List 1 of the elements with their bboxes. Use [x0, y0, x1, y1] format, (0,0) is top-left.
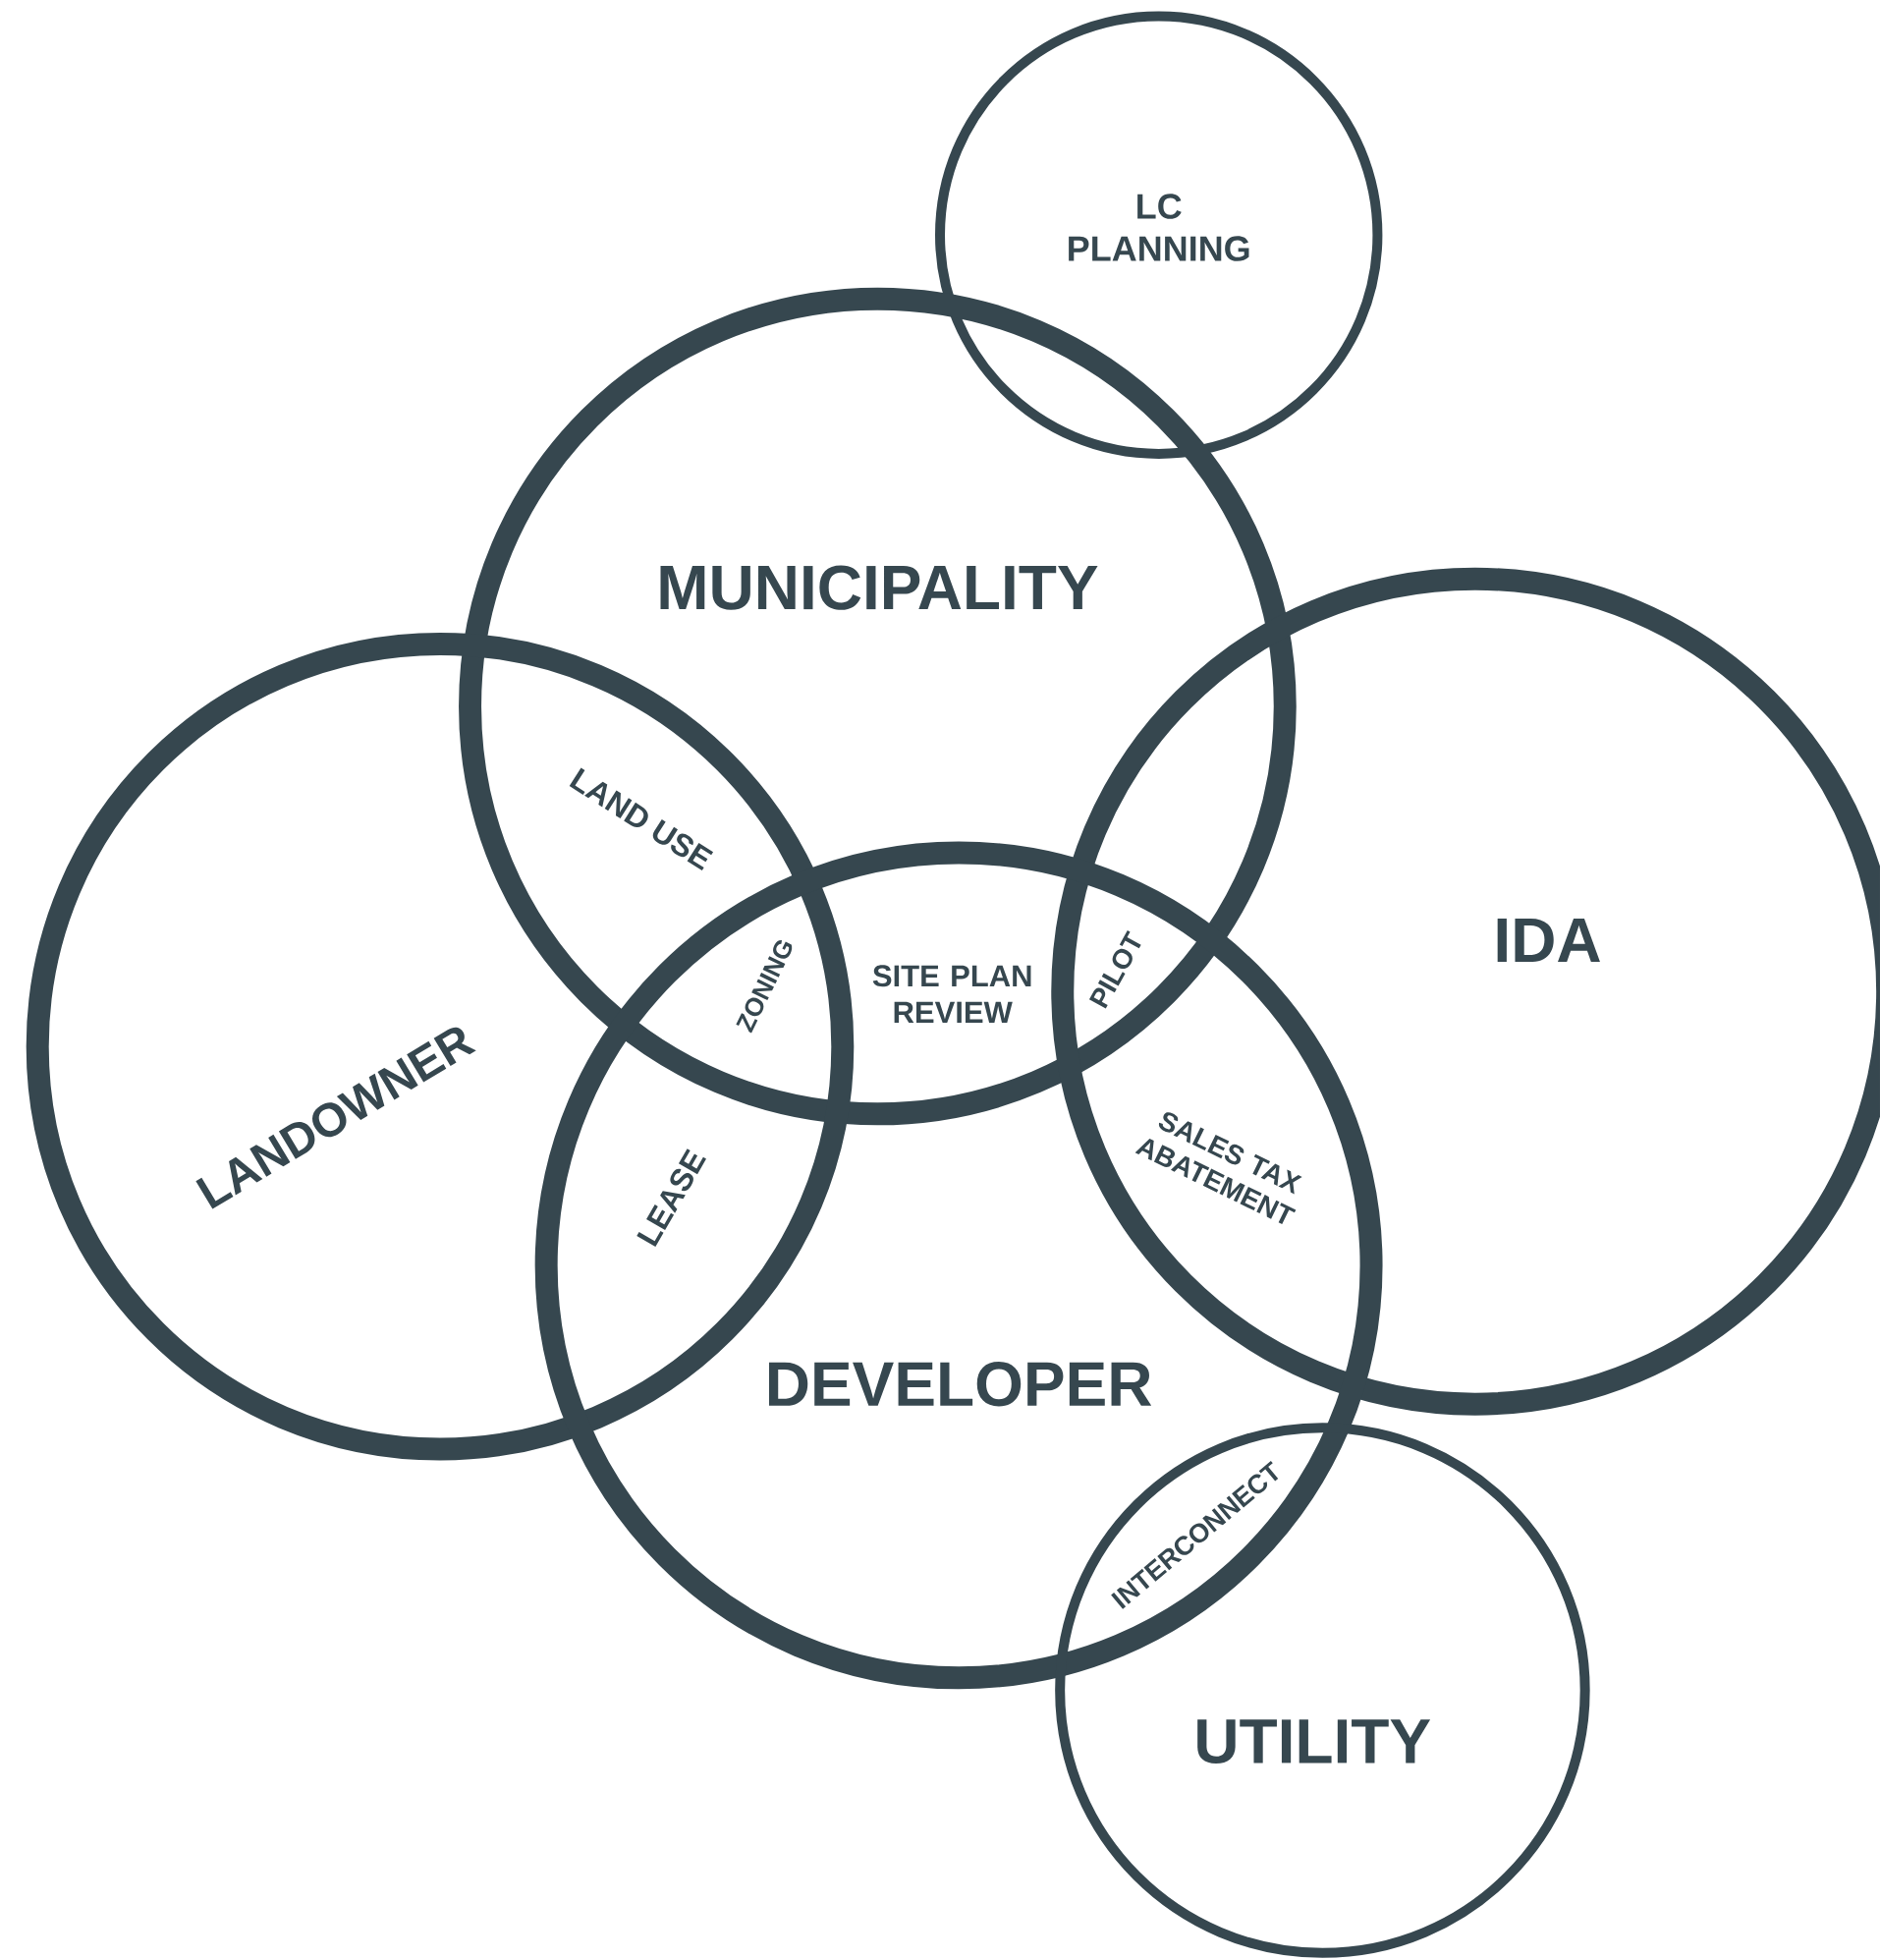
overlap-label: SITE PLAN REVIEW — [872, 965, 1031, 1023]
